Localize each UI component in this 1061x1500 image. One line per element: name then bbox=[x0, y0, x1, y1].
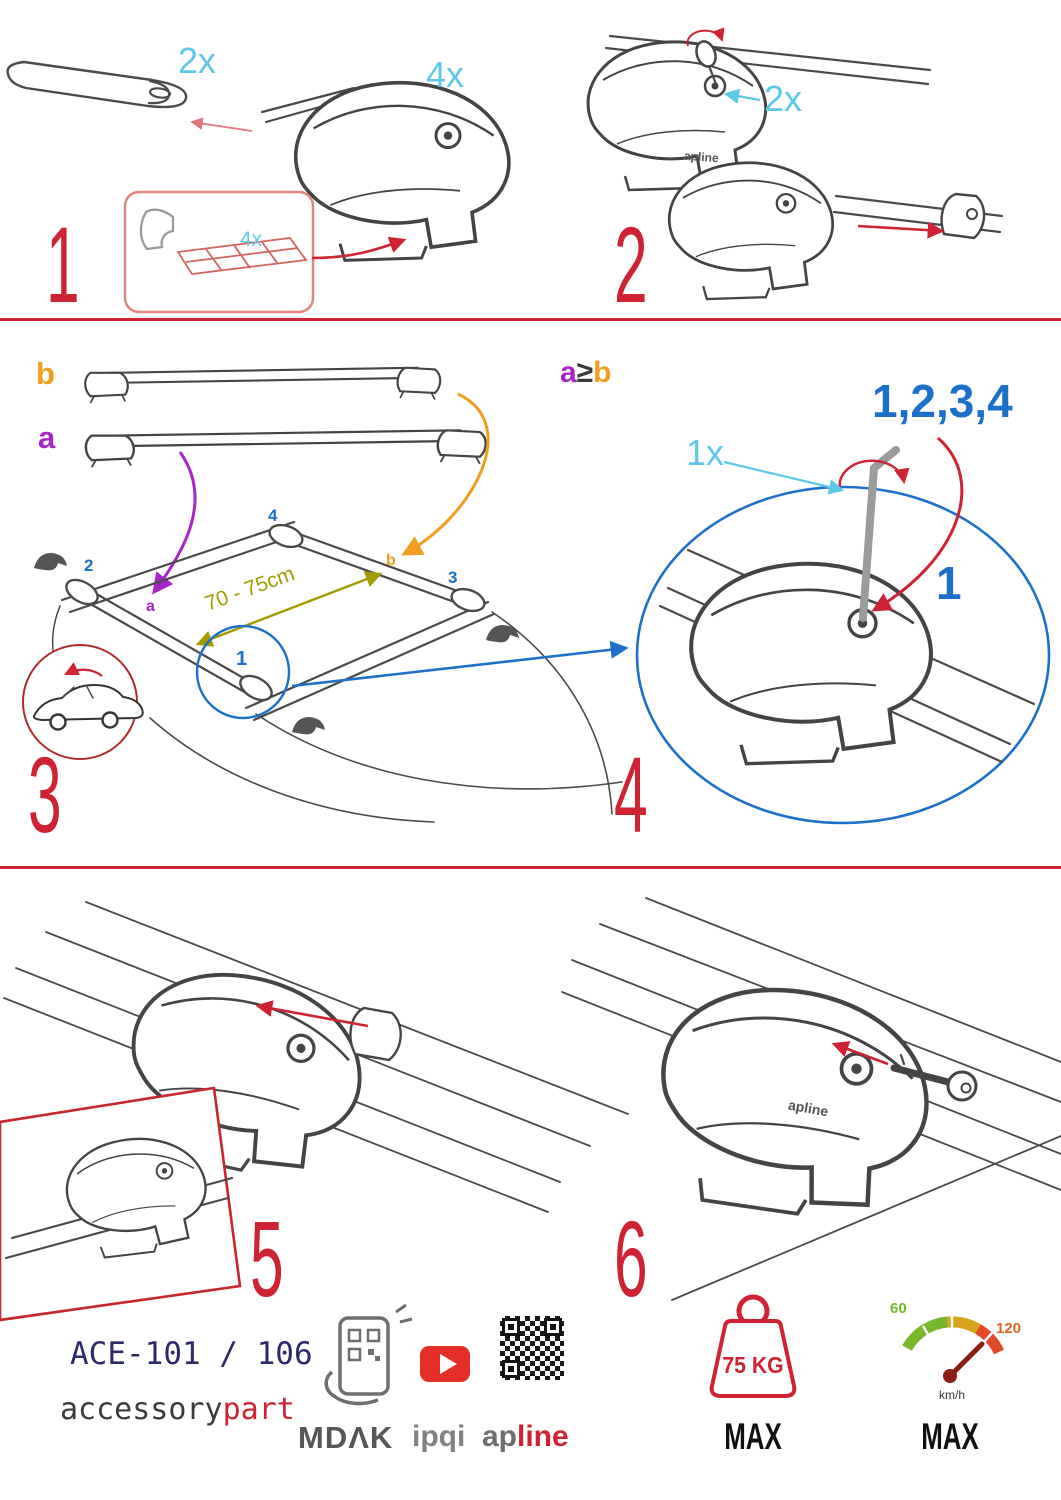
step1-art bbox=[6, 60, 511, 314]
max-weight-value: 75 KG bbox=[722, 1352, 784, 1378]
bar-a-placement-arrow bbox=[152, 451, 197, 595]
mount-point-icon bbox=[34, 553, 67, 571]
phone-qr-icon bbox=[324, 1303, 413, 1406]
step-1-bar-qty: 2x bbox=[178, 40, 217, 81]
speed-unit-label: km/h bbox=[938, 1388, 965, 1402]
speedometer-needle bbox=[947, 1341, 985, 1379]
step3-art bbox=[22, 366, 629, 823]
detail-zoom-arrow bbox=[291, 640, 629, 688]
roof-position-a: a bbox=[146, 598, 155, 615]
crossbar-drawing bbox=[6, 60, 188, 109]
cover-attach-arrow bbox=[255, 1000, 369, 1028]
step-1-foot-qty: 4x bbox=[426, 54, 465, 95]
sequence-arrow bbox=[871, 436, 964, 612]
step-3-number: 3 bbox=[28, 734, 62, 855]
mount-point-icon bbox=[292, 717, 325, 735]
distance-arrow bbox=[195, 571, 383, 647]
logo-apline-part1: ap bbox=[482, 1420, 518, 1453]
qr-code bbox=[500, 1316, 564, 1380]
roof-position-1: 1 bbox=[236, 648, 248, 670]
step-1-number: 1 bbox=[46, 204, 80, 325]
bar-end-pointer-arrow bbox=[190, 117, 253, 132]
condition-b: b bbox=[593, 356, 612, 389]
logo-ipqi: ipqi bbox=[412, 1420, 466, 1453]
key-turn-arrow bbox=[686, 27, 725, 47]
key-drawing bbox=[890, 1064, 952, 1086]
youtube-icon bbox=[420, 1346, 470, 1382]
roof-position-3: 3 bbox=[448, 568, 458, 587]
max-weight-icon bbox=[709, 1294, 797, 1398]
condition-a: a bbox=[560, 356, 577, 389]
foot-drawing bbox=[667, 161, 834, 301]
bar-b-placement-arrow bbox=[401, 392, 490, 556]
key-qty-arrow bbox=[723, 88, 761, 104]
logo-apline-part2: line bbox=[517, 1420, 569, 1453]
tool-qty-arrow bbox=[723, 460, 845, 495]
roof-position-b: b bbox=[386, 552, 396, 569]
cover-drawing bbox=[349, 1006, 402, 1062]
bar-a-label: a bbox=[38, 420, 56, 455]
allen-key-drawing bbox=[870, 446, 900, 472]
step-6-number: 6 bbox=[614, 1198, 648, 1319]
max-weight-label: MAX bbox=[724, 1416, 782, 1457]
step-4-number: 4 bbox=[614, 734, 648, 855]
logo-mdak: MDΛK bbox=[298, 1420, 394, 1455]
step-5-number: 5 bbox=[250, 1198, 284, 1319]
key-rotation-arrow bbox=[838, 459, 910, 489]
condition-operator: ≥ bbox=[576, 356, 594, 389]
model-number: ACE-101 / 106 bbox=[70, 1336, 313, 1372]
footer-art bbox=[324, 1294, 1004, 1406]
end-cap-arrow bbox=[857, 221, 945, 239]
step-1-pad-qty: 4x bbox=[240, 228, 263, 251]
end-cap-drawing bbox=[940, 192, 986, 240]
bar-a-drawing bbox=[84, 429, 487, 469]
step4-art bbox=[635, 436, 1051, 825]
logo-apline: apline bbox=[482, 1420, 569, 1454]
rubber-pad-drawing bbox=[176, 237, 308, 275]
step-2-number: 2 bbox=[614, 204, 648, 325]
step-4-tool-qty: 1x bbox=[686, 432, 725, 473]
brand-name-part1: accessory bbox=[60, 1392, 223, 1427]
speed-120-label: 120 bbox=[996, 1320, 1022, 1337]
section-divider-2 bbox=[0, 866, 1061, 869]
bar-b-label: b bbox=[36, 356, 55, 391]
car-direction-arrow bbox=[64, 662, 103, 677]
speed-60-label: 60 bbox=[890, 1300, 907, 1317]
speedometer-icon bbox=[902, 1316, 1004, 1383]
brand-name: accessorypart bbox=[60, 1392, 295, 1427]
section-divider-1 bbox=[0, 318, 1061, 321]
brand-name-part2: part bbox=[222, 1392, 295, 1427]
step6-art bbox=[561, 897, 1061, 1301]
roof-position-4: 4 bbox=[268, 506, 278, 525]
step-2-key-qty: 2x bbox=[764, 78, 803, 119]
roof-position-2: 2 bbox=[84, 556, 94, 575]
step2-art bbox=[586, 27, 1004, 301]
tighten-sequence-label: 1,2,3,4 bbox=[872, 375, 1013, 427]
foot-brand-label: apline bbox=[683, 148, 720, 166]
bar-b-drawing bbox=[84, 366, 442, 405]
detail-highlight-circle bbox=[195, 624, 291, 720]
step5-art bbox=[0, 901, 629, 1322]
max-speed-label: MAX bbox=[921, 1416, 979, 1457]
condition-label: a≥b bbox=[560, 356, 611, 390]
key-drawing bbox=[695, 40, 717, 68]
pad-to-foot-arrow bbox=[311, 236, 407, 260]
step-4-position-1: 1 bbox=[936, 557, 962, 609]
foot-drawing bbox=[293, 80, 511, 263]
key-insert-arrow bbox=[831, 1041, 889, 1066]
